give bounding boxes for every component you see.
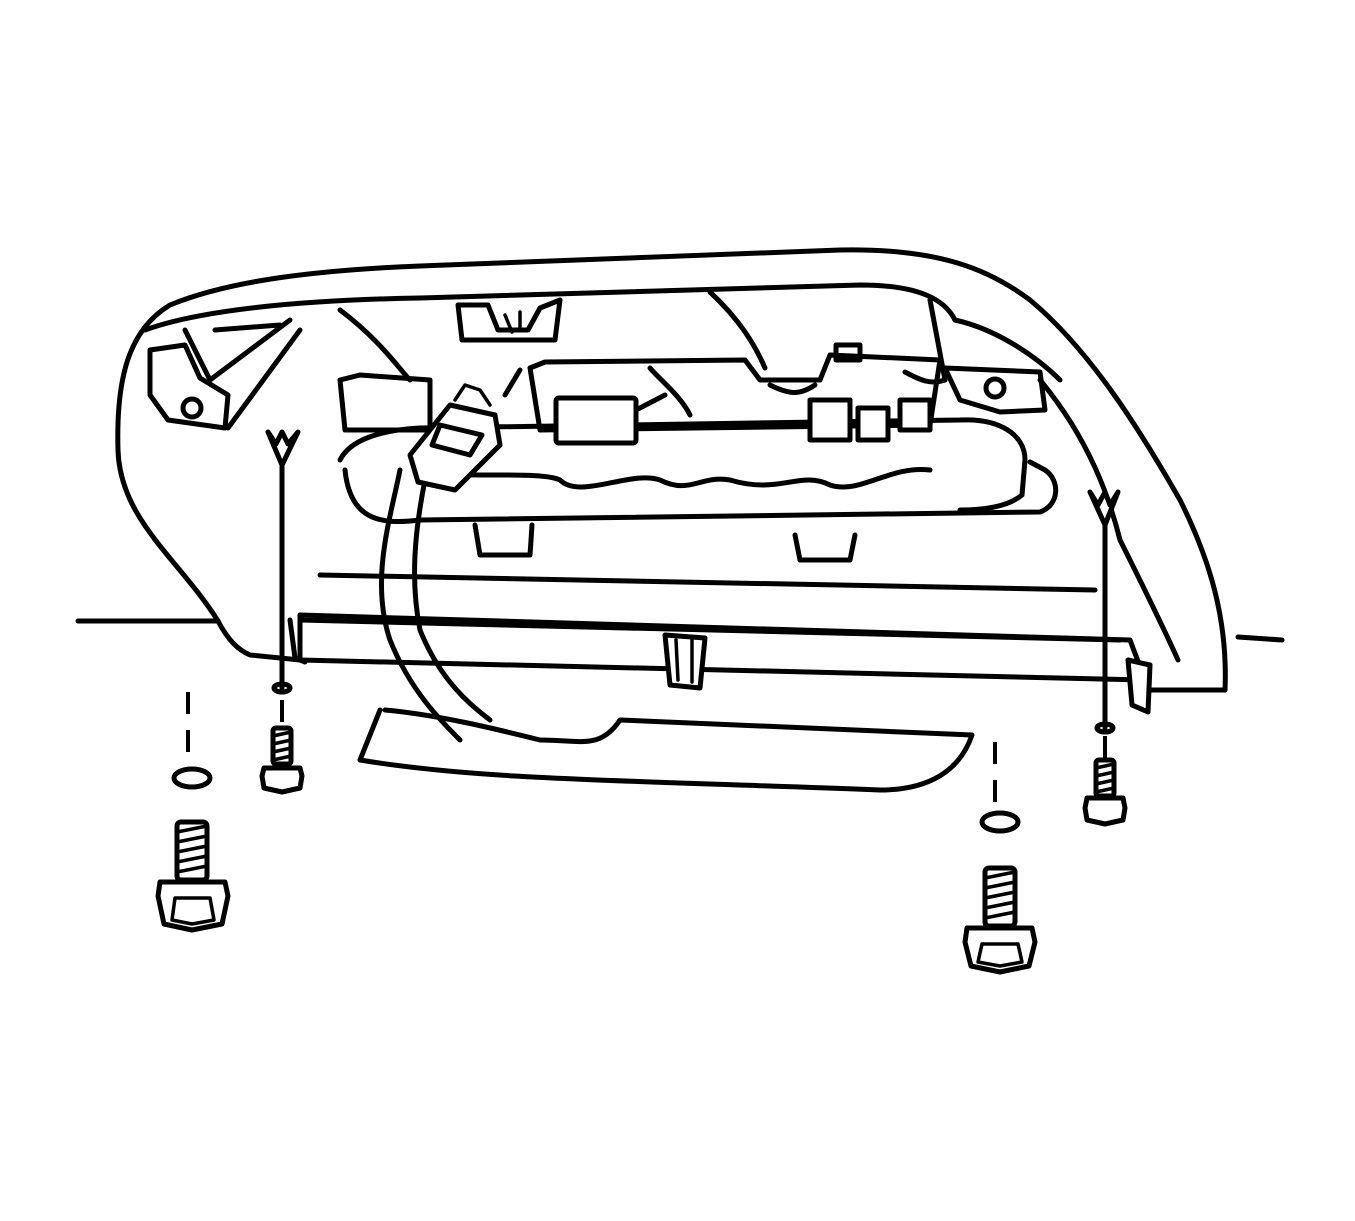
bolt-icon	[259, 725, 305, 795]
washer-icon	[171, 766, 213, 790]
bolt-icon	[155, 819, 231, 933]
bolt-icon	[962, 865, 1038, 975]
module-electrical-connector	[407, 383, 503, 493]
washer-icon	[979, 810, 1021, 834]
arrow-icon	[1087, 489, 1121, 735]
bolt-icon	[1082, 757, 1128, 827]
reference-lines	[75, 618, 1285, 643]
arrow-icon	[265, 429, 301, 695]
instrument-panel-housing	[115, 247, 1228, 693]
lower-trim-panel	[287, 572, 1153, 793]
bolt-centerlines	[186, 692, 1107, 808]
